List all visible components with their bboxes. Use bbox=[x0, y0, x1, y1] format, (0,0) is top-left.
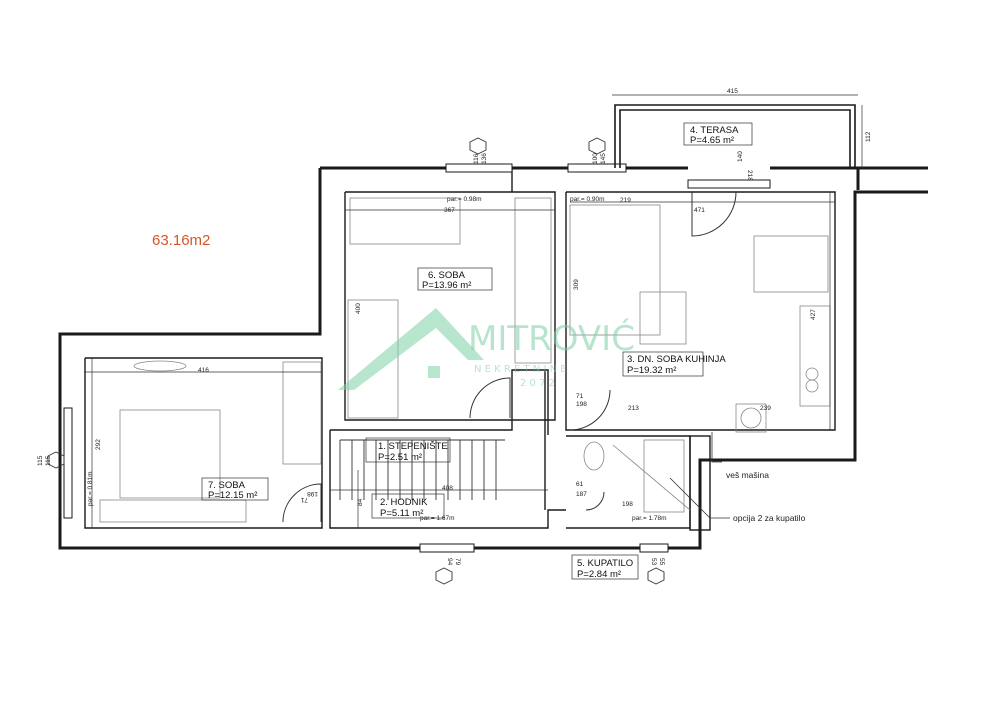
dim-55: 55 bbox=[658, 558, 665, 566]
dim-198-a: 198 bbox=[576, 401, 587, 408]
dim-140: 140 bbox=[737, 151, 744, 162]
room-5-area: P=2.84 m² bbox=[577, 569, 621, 580]
room-4-area: P=4.65 m² bbox=[690, 135, 734, 146]
dim-198-b: 198 bbox=[622, 501, 633, 508]
dim-367: 367 bbox=[444, 207, 455, 214]
watermark-subtitle: N E K R E T N I N E bbox=[474, 364, 567, 375]
inner-walls bbox=[84, 168, 836, 531]
total-area: 63.16m2 bbox=[152, 232, 210, 249]
dim-112: 112 bbox=[865, 131, 872, 142]
dim-309: 309 bbox=[573, 279, 580, 290]
dim-213: 213 bbox=[628, 405, 639, 412]
dim-71-a: 71 bbox=[576, 393, 584, 400]
dim-116: 116 bbox=[473, 153, 480, 164]
dim-79: 79 bbox=[454, 558, 461, 566]
room-4-name: 4. TERASA bbox=[690, 125, 739, 136]
room-3-area: P=19.32 m² bbox=[627, 365, 676, 376]
dim-145: 145 bbox=[600, 153, 607, 164]
dim-471: 471 bbox=[694, 207, 705, 214]
furniture bbox=[99, 197, 831, 523]
room-2-name: 2. HODNIK bbox=[380, 497, 428, 508]
parapet-dnsoba: par.= 0.90m bbox=[570, 196, 605, 203]
parapet-kupatilo: par.= 1.78m bbox=[632, 515, 667, 522]
dim-198-c: 198 bbox=[307, 490, 318, 497]
dim-218: 218 bbox=[746, 170, 753, 181]
terrace bbox=[614, 104, 856, 168]
dim-100: 100 bbox=[592, 153, 599, 164]
room-1-area: P=2.51 m² bbox=[378, 452, 422, 463]
dim-71-b: 71 bbox=[300, 496, 308, 503]
watermark-brand: MITROVIĆ bbox=[468, 318, 635, 359]
level-markers bbox=[47, 137, 665, 585]
parapet-soba6: par.= 0.98m bbox=[447, 196, 482, 203]
parapet-hodnik: par.= 1.67m bbox=[420, 515, 455, 522]
dim-187: 187 bbox=[576, 491, 587, 498]
dim-115-b: 115 bbox=[45, 455, 52, 466]
dim-400: 400 bbox=[355, 303, 362, 314]
doors bbox=[282, 191, 737, 523]
dim-53: 53 bbox=[650, 558, 657, 566]
dim-239: 239 bbox=[760, 405, 771, 412]
parapet-soba7: par.= 0.81m bbox=[87, 471, 94, 506]
dim-115-a: 115 bbox=[37, 455, 44, 466]
dim-415: 415 bbox=[727, 88, 738, 95]
room-6-area: P=13.96 m² bbox=[422, 280, 471, 291]
room-5-name: 5. KUPATILO bbox=[577, 558, 633, 569]
room-2-area: P=5.11 m² bbox=[380, 508, 423, 519]
note-bath-option: opcija 2 za kupatilo bbox=[733, 513, 806, 523]
room-3-name: 3. DN. SOBA KUHINJA bbox=[627, 354, 726, 365]
room-1-name: 1. STEPENIŠTE bbox=[378, 441, 448, 452]
dim-292: 292 bbox=[95, 439, 102, 450]
dim-408: 408 bbox=[442, 485, 453, 492]
room-7-area: P=12.15 m² bbox=[208, 490, 257, 501]
dim-136: 136 bbox=[481, 153, 488, 164]
watermark-year: 2 0 7 2 bbox=[520, 378, 555, 389]
label-boxes bbox=[201, 122, 753, 580]
dim-219: 219 bbox=[620, 197, 631, 204]
dim-427: 427 bbox=[810, 309, 817, 320]
room-7-name: 7. SOBA bbox=[208, 480, 246, 491]
dim-61: 61 bbox=[576, 481, 584, 488]
dimension-lines bbox=[84, 94, 863, 528]
watermark-logo bbox=[338, 308, 484, 390]
note-washer: veš mašina bbox=[726, 470, 769, 480]
dim-416: 416 bbox=[198, 367, 209, 374]
dim-84: 84 bbox=[357, 498, 364, 506]
room-6-name: 6. SOBA bbox=[428, 270, 466, 281]
note-leaders bbox=[669, 432, 730, 519]
outer-walls bbox=[58, 166, 928, 550]
dim-94: 94 bbox=[446, 558, 453, 566]
